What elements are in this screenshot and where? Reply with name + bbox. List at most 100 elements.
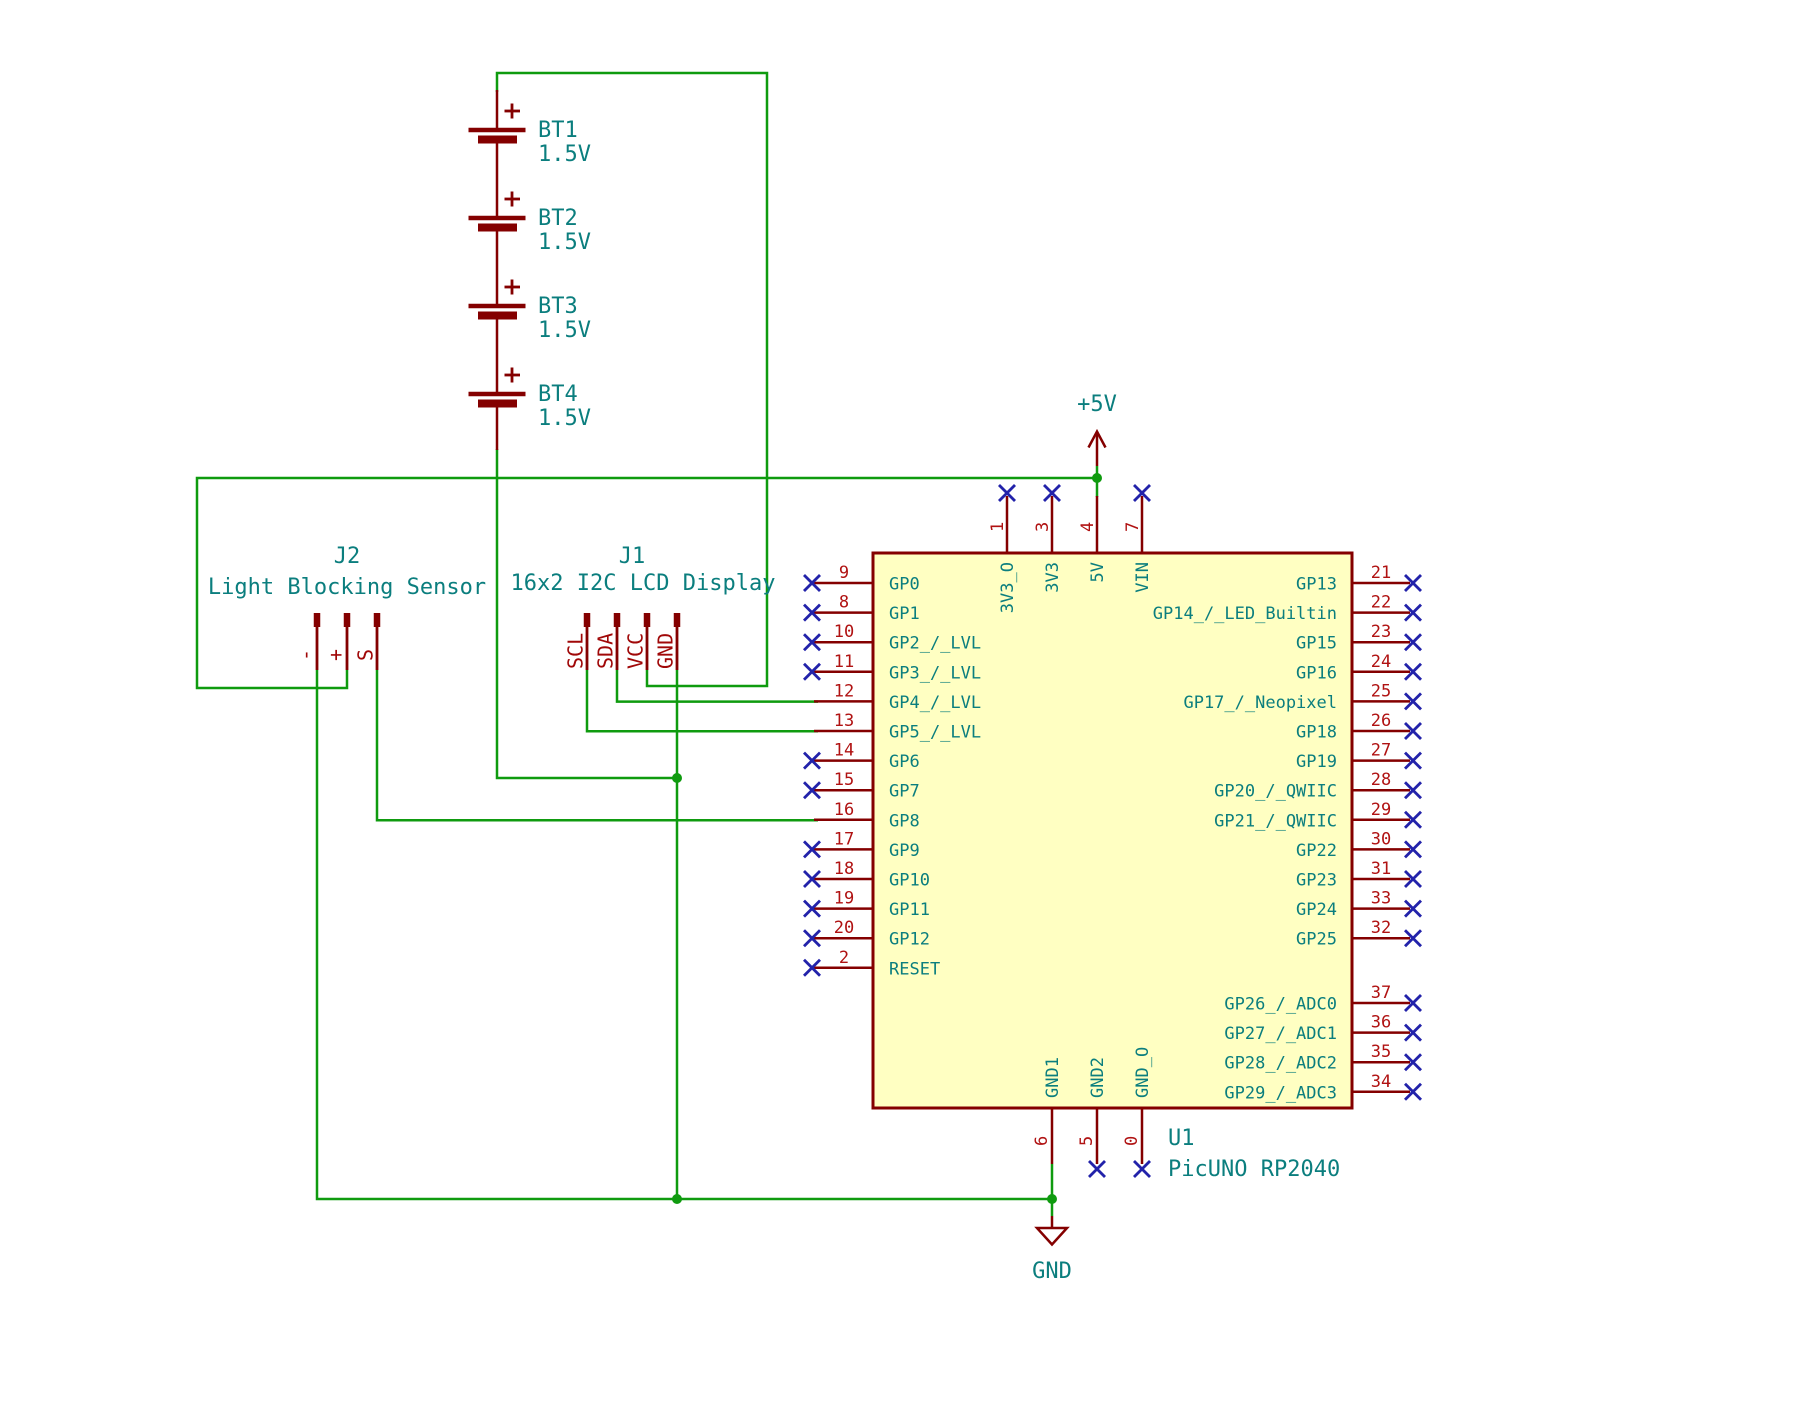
no-connect-x-icon (1404, 899, 1422, 918)
wire-s-to-gp8 (375, 670, 818, 822)
u1-pin-number: 28 (1371, 770, 1391, 790)
u1-pin-name: 3V3_O (998, 562, 1018, 613)
u1-pin-name: GP28_/_ADC2 (1224, 1054, 1337, 1074)
junction-dot (672, 1194, 682, 1204)
u1-pin-name: GP27_/_ADC1 (1224, 1024, 1337, 1044)
u1-pin-number: 2 (839, 948, 849, 968)
connector-j2-pin-label: + (324, 649, 348, 661)
u1-pin-number: 8 (839, 593, 849, 613)
ic-u1-body (871, 551, 1354, 1110)
plus5v-label: +5V (1077, 392, 1117, 417)
u1-pin-name: GP18 (1296, 723, 1337, 743)
gnd-triangle-icon (1034, 1226, 1070, 1247)
u1-pin-name: GP11 (889, 900, 930, 920)
battery-bt2-ref: BT2 (538, 206, 578, 231)
no-connect-x-icon (1404, 781, 1422, 800)
u1-pin-number: 16 (834, 800, 854, 820)
no-connect-x-icon (1133, 484, 1151, 502)
junction-dot (1092, 473, 1102, 483)
connector-j2-pin-label: S (354, 649, 378, 661)
no-connect-x-icon (803, 929, 821, 948)
u1-pin-number: 30 (1371, 829, 1391, 849)
wire-battery-minus-to-gnd (495, 449, 677, 780)
connector-j1-pad (673, 613, 681, 627)
no-connect-x-icon (1404, 751, 1422, 770)
ic-u1-value: PicUNO RP2040 (1168, 1157, 1340, 1182)
u1-pin-name: GP1 (889, 604, 920, 624)
u1-pin-name: GP7 (889, 782, 920, 802)
u1-pin-number: 14 (834, 741, 854, 761)
u1-pin-number: 1 (988, 522, 1008, 532)
u1-pin-number: 11 (834, 652, 854, 672)
wire-j2-minus-to-gnd-rail (315, 670, 1052, 1201)
u1-pin-name: GP9 (889, 841, 920, 861)
u1-pin-number: 0 (1122, 1136, 1142, 1146)
no-connect-x-icon (1404, 870, 1422, 888)
u1-pin-name: GP2_/_LVL (889, 634, 981, 654)
u1-pin-name: GP13 (1296, 575, 1337, 595)
junction-dot (1047, 1194, 1057, 1204)
no-connect-x-icon (1404, 840, 1422, 859)
no-connect-x-icon (1043, 484, 1061, 502)
u1-pin-name: GP26_/_ADC0 (1224, 995, 1337, 1015)
connector-j2-pad (373, 613, 381, 627)
no-connect-x-icon (803, 603, 821, 622)
u1-pin-number: 15 (834, 770, 854, 790)
junction-dot (672, 773, 682, 783)
u1-pin-number: 25 (1371, 681, 1391, 701)
no-connect-x-icon (1404, 603, 1422, 622)
u1-pin-number: 35 (1371, 1042, 1391, 1062)
u1-pin-name: GP20_/_QWIIC (1214, 782, 1337, 802)
u1-pin-number: 24 (1371, 652, 1391, 672)
wire-scl-to-gp5 (585, 670, 818, 733)
u1-pin-name: GP6 (889, 752, 920, 772)
u1-pin-number: 34 (1371, 1072, 1391, 1092)
u1-pin-number: 23 (1371, 622, 1391, 642)
u1-pin-name: GP29_/_ADC3 (1224, 1083, 1337, 1103)
wire-battery-plus-to-j1-vcc (495, 71, 769, 688)
no-connect-x-icon (1404, 662, 1422, 681)
u1-pin-number: 37 (1371, 983, 1391, 1003)
u1-pin-name: GP17_/_Neopixel (1183, 693, 1337, 713)
no-connect-x-icon (803, 662, 821, 681)
u1-pin-name: GP22 (1296, 841, 1337, 861)
connector-j1-pin-label: GND (654, 633, 678, 669)
u1-pin-number: 22 (1371, 593, 1391, 613)
no-connect-x-icon (1404, 1053, 1422, 1072)
connector-j1-pad (643, 613, 651, 627)
u1-pin-name: GP3_/_LVL (889, 663, 981, 683)
u1-pin-number: 26 (1371, 711, 1391, 731)
no-connect-x-icon (1404, 994, 1422, 1012)
u1-pin-name: GP21_/_QWIIC (1214, 811, 1337, 831)
u1-pin-name: GP0 (889, 575, 920, 595)
connector-j2-description: Light Blocking Sensor (208, 575, 486, 600)
u1-pin-name: GP25 (1296, 930, 1337, 950)
u1-pin-number: 3 (1033, 522, 1053, 532)
u1-pin-name: GP4_/_LVL (889, 693, 981, 713)
battery-bt3-ref: BT3 (538, 294, 578, 319)
no-connect-x-icon (1404, 810, 1422, 829)
u1-pin-name: GND1 (1043, 1057, 1063, 1098)
u1-pin-name: RESET (889, 959, 940, 979)
no-connect-x-icon (1404, 929, 1422, 948)
u1-pin-name: GND2 (1088, 1057, 1108, 1098)
u1-pin-name: GP24 (1296, 900, 1337, 920)
no-connect-x-icon (1404, 722, 1422, 740)
u1-pin-number: 29 (1371, 800, 1391, 820)
u1-pin-number: 32 (1371, 918, 1391, 938)
no-connect-x-icon (803, 574, 821, 592)
connector-j1-pin-label: SDA (594, 633, 618, 669)
ic-u1-ref: U1 (1168, 1126, 1195, 1151)
u1-pin-name: GP23 (1296, 871, 1337, 891)
u1-pin-number: 4 (1078, 522, 1098, 532)
no-connect-x-icon (1404, 1023, 1422, 1042)
u1-pin-number: 9 (839, 563, 849, 583)
u1-pin-name: GP14_/_LED_Builtin (1153, 604, 1337, 624)
gnd-label: GND (1032, 1259, 1072, 1284)
connector-j1-pin-label: VCC (624, 633, 648, 669)
battery-bt1-value: 1.5V (538, 142, 591, 167)
battery-bt2-value: 1.5V (538, 230, 591, 255)
u1-pin-number: 5 (1077, 1136, 1097, 1146)
no-connect-x-icon (803, 958, 821, 977)
